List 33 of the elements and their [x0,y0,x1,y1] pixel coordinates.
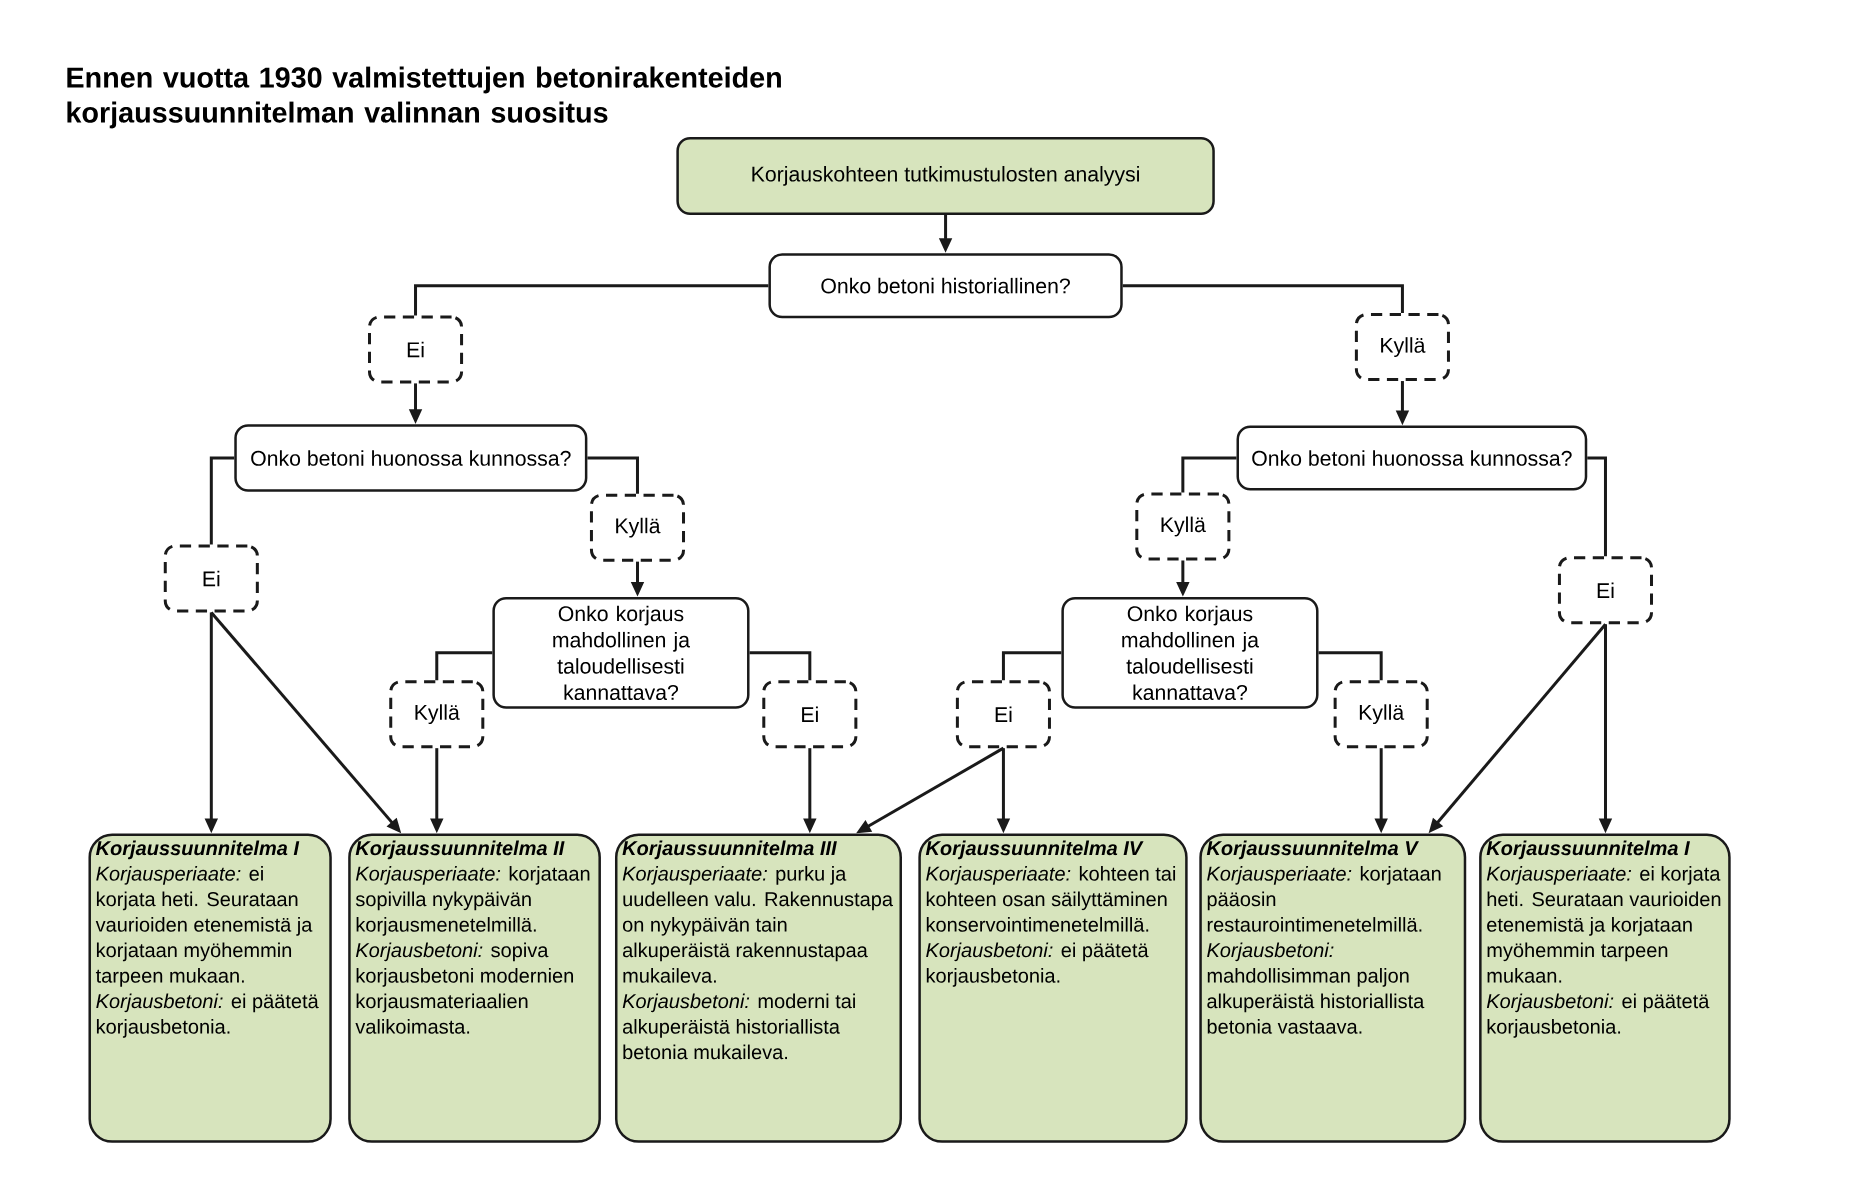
decision-box: Onko betoni huonossa kunnossa? [234,424,588,492]
connector [209,456,235,545]
plan-box: Korjaussuunnitelma IV Korjausperiaate: kohteen tai kohteen osan säilyttäminen konservointimenetelmillä. Korjausbetoni: ei päätetä korjausbetonia. [918,833,1188,1144]
plan-box: Korjaussuunnitelma III Korjausperiaate: purku ja uudelleen valu. Rakennustapa on nykypäivän tain alkuperäistä rakennustapaa mukaileva. Korjausbetoni: moderni tai alkuperäistä historiallista betonia mukaileva. [615,833,902,1144]
decision-box: Onko betoni historiallinen? [768,253,1123,319]
answer-box: Kyllä [1135,492,1231,561]
answer-box: Ei [368,315,464,384]
answer-box: Ei [955,680,1051,749]
process-box: Korjauskohteen tutkimustulosten analyysi [676,137,1215,216]
connector [1122,284,1404,314]
connector [1318,651,1383,681]
answer-box: Kyllä [1354,313,1450,382]
decision-box: Onko betoni huonossa kunnossa? [1236,425,1588,491]
connector [435,651,493,681]
answer-box: Kyllä [1333,680,1429,749]
plan-box: Korjaussuunnitelma II Korjausperiaate: korjataan sopivilla nykypäivän korjausmenetelmillä. Korjausbetoni: sopiva korjausbetoni modernien korjausmateriaalien valikoimasta. [348,833,601,1144]
answer-box: Ei [762,680,858,749]
connector [1001,651,1062,681]
plan-box: Korjaussuunnitelma I Korjausperiaate: ei korjata heti. Seurataan vaurioiden etenemistä ja korjataan myöhemmin tarpeen mukaan. Korjausbetoni: ei päätetä korjausbetonia. [88,833,332,1144]
connector [1181,456,1237,493]
decision-box: Onko korjaus mahdollinen ja taloudellisesti kannattava? [492,597,750,709]
connector [414,284,769,316]
decision-box: Onko korjaus mahdollinen ja taloudellisesti kannattava? [1061,597,1319,709]
connector [749,651,812,681]
answer-box: Ei [1557,556,1653,625]
connector [1587,456,1607,557]
plan-box: Korjaussuunnitelma I Korjausperiaate: ei korjata heti. Seurataan vaurioiden etenemistä ja korjataan myöhemmin tarpeen mukaan. Korjausbetoni: ei päätetä korjausbetonia. [1479,833,1731,1144]
answer-box: Kyllä [389,680,485,749]
answer-box: Kyllä [589,493,685,562]
title: Ennen vuotta 1930 valmistettujen betonirakenteiden korjaussuunnitelman valinnan suositus [67,66,781,129]
plan-box: Korjaussuunnitelma V Korjausperiaate: korjataan pääosin restaurointimenetelmillä. Korjausbetoni: mahdollisimman paljon alkuperäistä historiallista betonia vastaava. [1199,833,1467,1144]
connector [587,456,639,494]
answer-box: Ei [163,544,259,613]
